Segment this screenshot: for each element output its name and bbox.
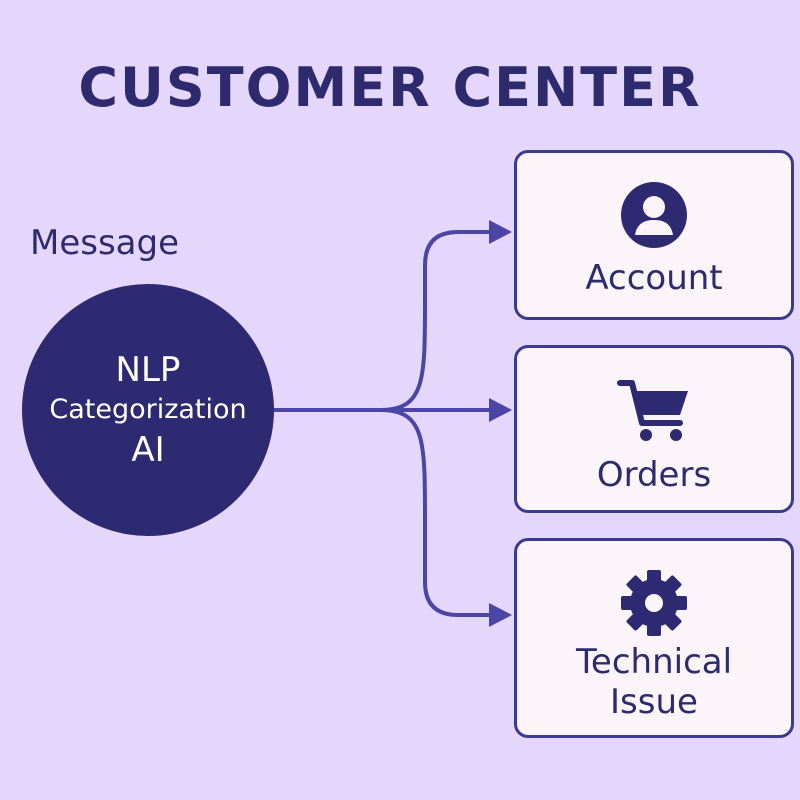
category-box-account: Account [514,150,794,320]
message-label: Message [30,223,180,263]
category-label-orders: Orders [596,455,712,495]
arrowhead-orders [489,398,512,422]
arrowhead-account [489,220,512,244]
category-label-account: Account [585,258,723,298]
connector-line-technical [378,408,496,617]
diagram-title: CUSTOMER CENTER [78,56,702,119]
category-label-technical-issue: Technical Issue [575,642,733,722]
category-box-technical-issue: Technical Issue [514,538,794,738]
gear-icon [621,570,687,636]
user-icon [621,182,687,248]
arrowhead-technical [489,603,512,627]
nlp-ai-hub: NLP Categorization AI [22,284,274,536]
hub-label-line2: Categorization [49,394,247,425]
connector-line-account [378,230,496,412]
category-box-orders: Orders [514,345,794,513]
hub-label-line3: AI [131,430,165,470]
shopping-cart-icon [617,380,688,441]
hub-label-line1: NLP [115,350,181,390]
